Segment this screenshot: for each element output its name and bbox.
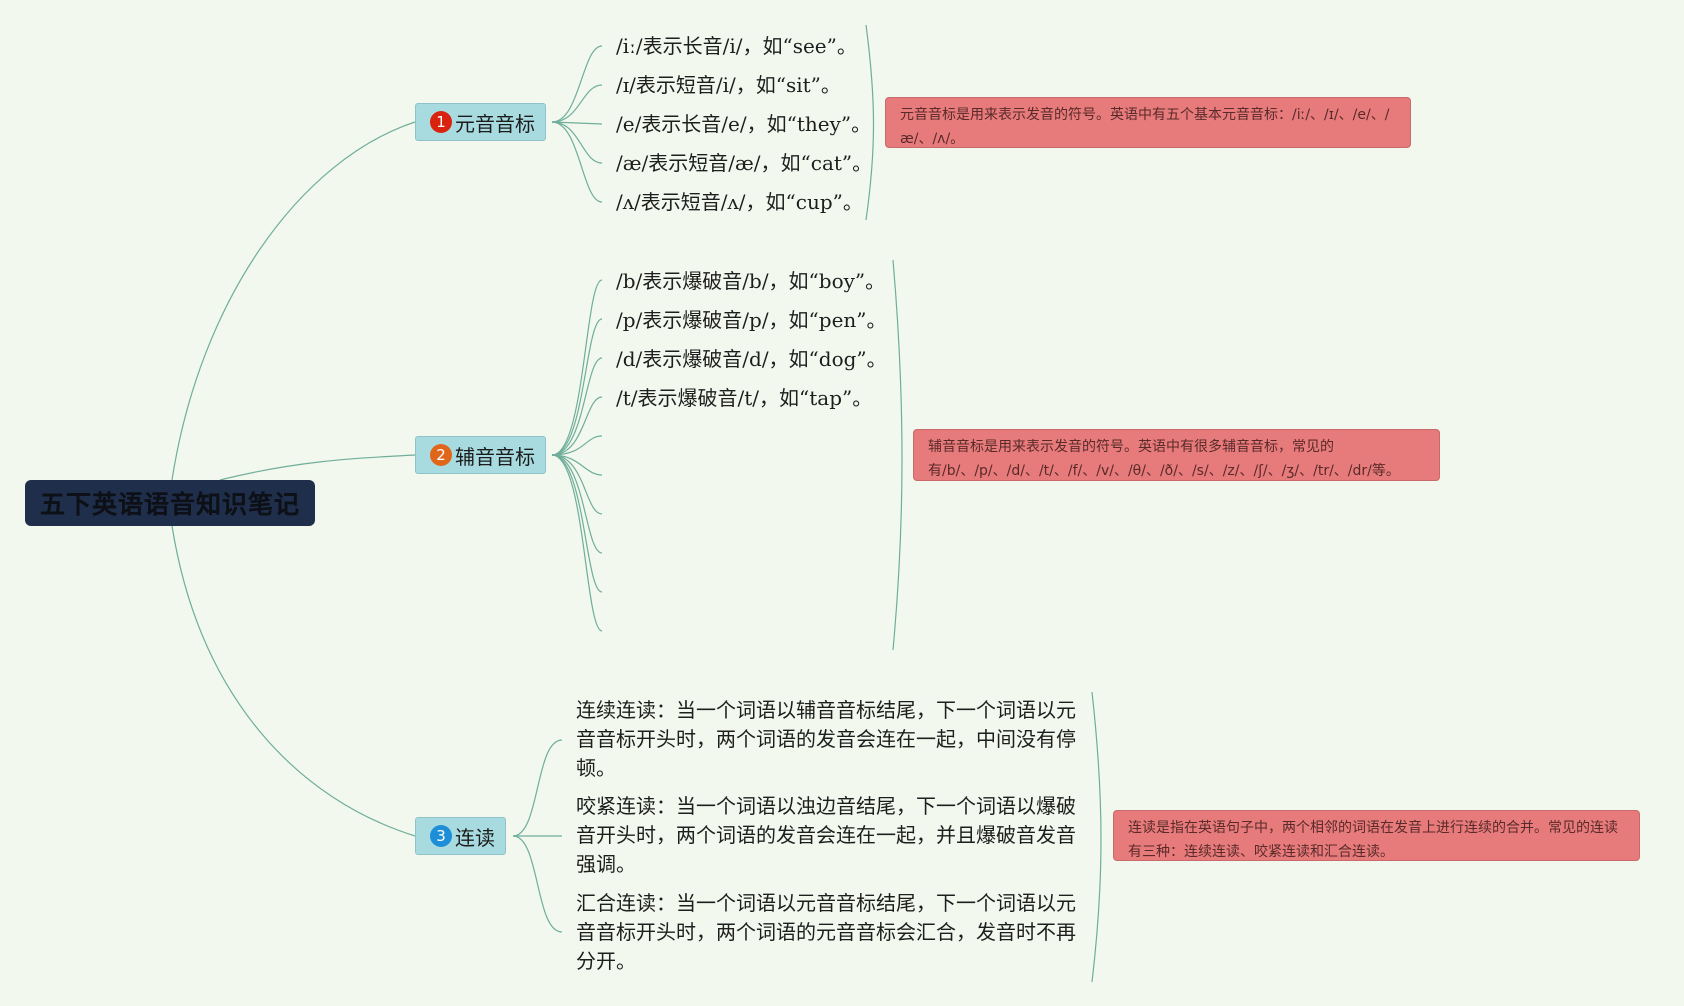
connector-root-branch-3	[171, 525, 416, 837]
connector-b2-item-7	[551, 454, 603, 515]
branch-liaison[interactable]: 3 连读	[415, 817, 506, 855]
consonant-note[interactable]: 辅音音标是用来表示发音的符号。英语中有很多辅音音标，常见的有/b/、/p/、/d…	[913, 429, 1440, 481]
connector-b2-item-1	[551, 279, 603, 456]
vowel-item-3[interactable]: /e/表示长音/e/，如“they”。	[616, 112, 872, 136]
branch-label: 连读	[455, 825, 495, 850]
bracket-b1	[865, 24, 875, 221]
connector-b1-item-1	[551, 45, 603, 123]
liaison-item-2[interactable]: 咬紧连读：当一个词语以浊边音结尾，下一个词语以爆破音开头时，两个词语的发音会连在…	[576, 794, 1076, 876]
connector-b3-item-3	[512, 835, 563, 933]
number-2-icon: 2	[430, 444, 452, 466]
branch-label: 辅音音标	[455, 444, 535, 469]
connector-b1-item-2	[551, 84, 603, 123]
number-3-icon: 3	[430, 825, 452, 847]
connector-b2-item-10	[551, 454, 603, 632]
consonant-item-4[interactable]: /t/表示爆破音/t/，如“tap”。	[616, 386, 873, 410]
connector-b2-item-9	[551, 454, 603, 593]
connector-b1-item-4	[551, 121, 603, 164]
consonant-item-2[interactable]: /p/表示爆破音/p/，如“pen”。	[616, 308, 887, 332]
connector-b1-item-5	[551, 121, 603, 203]
liaison-item-3[interactable]: 汇合连读：当一个词语以元音音标结尾，下一个词语以元音音标开头时，两个词语的元音音…	[576, 891, 1076, 973]
root-topic[interactable]: 五下英语语音知识笔记	[25, 480, 315, 526]
number-1-icon: 1	[430, 111, 452, 133]
connector-b2-item-5	[551, 435, 603, 456]
vowel-item-5[interactable]: /ʌ/表示短音/ʌ/，如“cup”。	[616, 190, 863, 214]
connector-b2-item-3	[551, 357, 603, 456]
connector-b2-item-8	[551, 454, 603, 554]
branch-label: 元音音标	[455, 111, 535, 136]
connector-b1-item-3	[551, 121, 603, 125]
consonant-item-1[interactable]: /b/表示爆破音/b/，如“boy”。	[616, 269, 886, 293]
connector-b2-item-2	[551, 318, 603, 456]
bracket-b3	[1091, 691, 1102, 983]
vowel-item-4[interactable]: /æ/表示短音/æ/，如“cat”。	[616, 151, 873, 175]
connector-b3-item-1	[512, 739, 563, 837]
vowel-item-1[interactable]: /iː/表示长音/i/，如“see”。	[616, 34, 857, 58]
branch-consonant-phonetics[interactable]: 2 辅音音标	[415, 436, 546, 474]
connector-root-branch-1	[171, 121, 416, 481]
bracket-b2	[892, 259, 903, 651]
liaison-item-1[interactable]: 连续连读：当一个词语以辅音音标结尾，下一个词语以元音音标开头时，两个词语的发音会…	[576, 698, 1076, 780]
connector-root-branch-2	[219, 454, 416, 481]
liaison-note[interactable]: 连读是指在英语句子中，两个相邻的词语在发音上进行连续的合并。常见的连读有三种：连…	[1113, 810, 1640, 861]
consonant-item-3[interactable]: /d/表示爆破音/d/，如“dog”。	[616, 347, 887, 371]
branch-vowel-phonetics[interactable]: 1 元音音标	[415, 103, 546, 141]
root-title: 五下英语语音知识笔记	[39, 490, 300, 519]
vowel-item-2[interactable]: /ɪ/表示短音/i/，如“sit”。	[616, 73, 841, 97]
vowel-note[interactable]: 元音音标是用来表示发音的符号。英语中有五个基本元音音标：/iː/、/ɪ/、/e/…	[885, 97, 1411, 148]
connector-b2-item-4	[551, 396, 603, 456]
